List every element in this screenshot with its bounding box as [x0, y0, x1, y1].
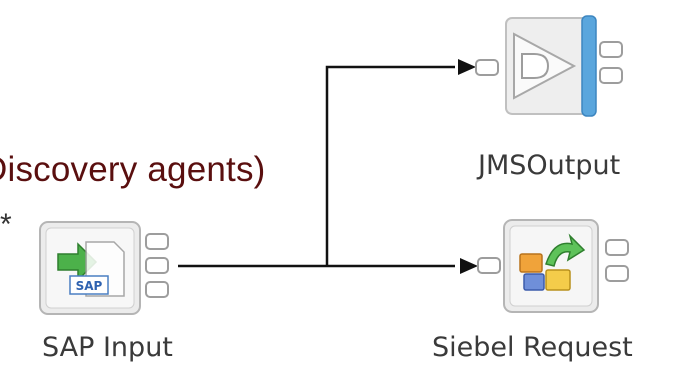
siebel-orange-box-icon — [519, 253, 543, 273]
sap-input-label: SAP Input — [42, 332, 173, 363]
siebel-request-label: Siebel Request — [432, 332, 633, 363]
overlay-caption: Discovery agents) — [0, 150, 266, 189]
siebel-green-arrow-icon — [545, 233, 586, 267]
siebel-request-graphic — [477, 219, 629, 313]
arrow-to-jms-icon — [458, 59, 476, 75]
sap-badge-text: SAP — [76, 279, 103, 293]
connector-sap-to-jms[interactable] — [325, 65, 455, 266]
overlay-asterisk: * — [0, 208, 12, 241]
jms-queue-bar-icon — [581, 15, 597, 117]
sap-input-node[interactable]: SAP — [36, 218, 186, 318]
arrow-to-siebel-icon — [460, 258, 478, 274]
jms-output-graphic — [475, 15, 623, 117]
jms-output-label: JMSOutput — [478, 150, 621, 181]
jms-output-node[interactable] — [470, 8, 630, 120]
siebel-request-node[interactable] — [472, 214, 632, 318]
sap-input-graphic: SAP — [39, 221, 169, 315]
siebel-blue-box-icon — [523, 273, 545, 291]
